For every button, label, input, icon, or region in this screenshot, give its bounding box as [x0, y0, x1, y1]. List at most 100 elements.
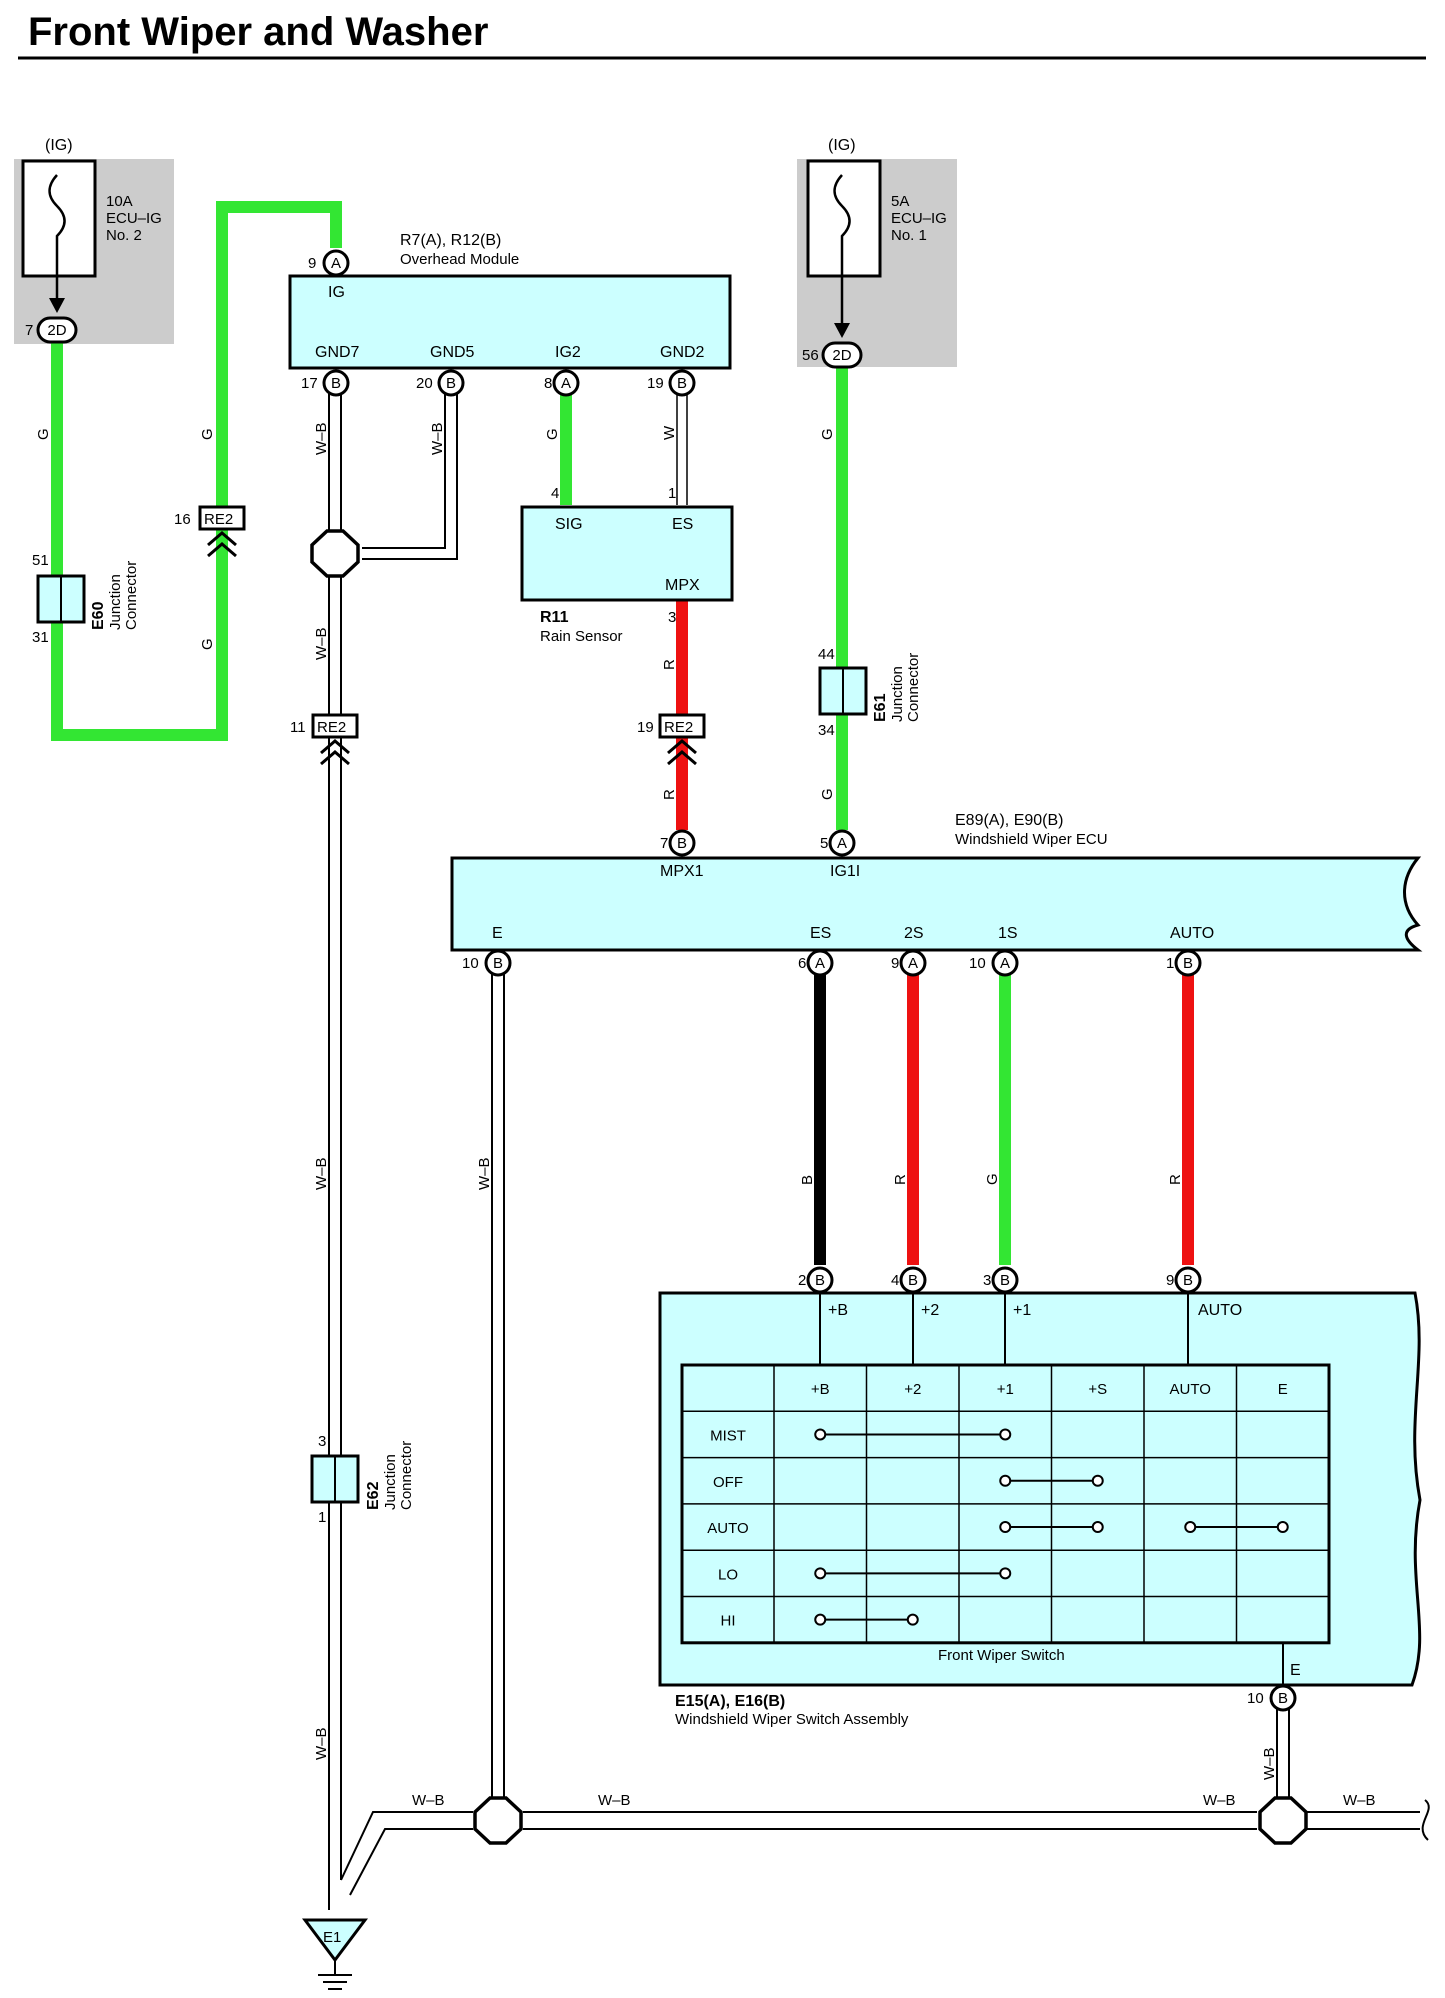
- pin-number: 9: [1166, 1272, 1174, 1289]
- pin-number: 8: [544, 375, 552, 392]
- pin-overhead-gnd2: B19: [647, 369, 696, 397]
- pin-letter: A: [837, 835, 847, 852]
- svg-text:IG2: IG2: [555, 344, 581, 361]
- pin-number: 10: [969, 955, 986, 972]
- svg-text:Junction: Junction: [107, 574, 124, 630]
- svg-text:2D: 2D: [832, 347, 851, 364]
- pin-ecu-auto: B1: [1166, 949, 1202, 977]
- wire-color-label: W–B: [429, 422, 446, 455]
- svg-text:MPX1: MPX1: [660, 863, 704, 880]
- table-col-header: +2: [904, 1381, 921, 1398]
- switch-contact-link: [1184, 1521, 1289, 1534]
- pin-ecu-es: A6: [798, 949, 834, 977]
- pin-switch-auto: B9: [1166, 1266, 1202, 1294]
- svg-text:(IG): (IG): [45, 137, 73, 154]
- table-row-label: LO: [718, 1566, 738, 1583]
- pin-number: 4: [891, 1272, 899, 1289]
- pin-number: 6: [798, 955, 806, 972]
- svg-text:E15(A), E16(B): E15(A), E16(B): [675, 1693, 785, 1710]
- table-row-label: MIST: [710, 1427, 746, 1444]
- pin-letter: A: [561, 375, 571, 392]
- fuse-symbol: [48, 174, 66, 300]
- ground-e1: E1: [302, 1918, 368, 1990]
- svg-text:E: E: [1290, 1662, 1301, 1679]
- pin-letter: B: [677, 375, 687, 392]
- svg-text:E1: E1: [323, 1929, 341, 1946]
- svg-text:SIG: SIG: [555, 516, 583, 533]
- re2-connector-19: RE2 19: [637, 713, 706, 766]
- pin-number: 10: [1247, 1690, 1264, 1707]
- overhead-module: R7(A), R12(B) Overhead Module IG GND7 GN…: [288, 232, 732, 370]
- table-col-header: AUTO: [1170, 1381, 1211, 1398]
- pin-switch-plus-b: B2: [798, 1266, 834, 1294]
- pin-number: 9: [308, 255, 316, 272]
- svg-text:R7(A), R12(B): R7(A), R12(B): [400, 232, 501, 249]
- fuse-ecu-ig-1: (IG) 5A ECU–IG No. 1: [797, 137, 957, 367]
- svg-text:34: 34: [818, 722, 835, 739]
- red-wires: [676, 600, 1194, 1265]
- pin-letter: B: [331, 375, 341, 392]
- pin-number: 1: [1166, 955, 1174, 972]
- wire-color-label: G: [984, 1173, 1001, 1185]
- pin-ecu-mpx1: B7: [660, 829, 696, 857]
- pin-number: 17: [301, 375, 318, 392]
- wire-color-label: W–B: [412, 1792, 445, 1809]
- svg-text:IG: IG: [328, 284, 345, 301]
- svg-text:ES: ES: [672, 516, 693, 533]
- svg-text:Windshield Wiper ECU: Windshield Wiper ECU: [955, 831, 1108, 848]
- svg-text:51: 51: [32, 552, 49, 569]
- pin-number: 9: [891, 955, 899, 972]
- svg-text:19: 19: [637, 719, 654, 736]
- pin-letter: B: [908, 1272, 918, 1289]
- splice-points: [310, 529, 1308, 1845]
- svg-text:AUTO: AUTO: [1198, 1302, 1242, 1319]
- svg-text:Connector: Connector: [123, 561, 140, 630]
- windshield-wiper-ecu: E89(A), E90(B) Windshield Wiper ECU MPX1…: [450, 812, 1423, 952]
- pin-letter: A: [908, 955, 918, 972]
- switch-pin-drops: [819, 1293, 1189, 1365]
- switch-contact-link: [814, 1428, 1012, 1441]
- svg-text:Front Wiper Switch: Front Wiper Switch: [938, 1647, 1065, 1664]
- wiper-switch-assembly: +B +2 +1 AUTO Front Wiper Switch E E15(A…: [658, 1291, 1422, 1728]
- table-col-header: +1: [997, 1381, 1014, 1398]
- pin-overhead-gnd7: B 17: [301, 369, 350, 397]
- wire-color-label: W–B: [598, 1792, 631, 1809]
- svg-text:7: 7: [25, 322, 33, 339]
- pin-letter: B: [677, 835, 687, 852]
- junction-e62: 3 1 E62 Junction Connector: [310, 1433, 415, 1526]
- table-row-label: AUTO: [707, 1520, 748, 1537]
- pin-letter: B: [1183, 1272, 1193, 1289]
- table-row-label: HI: [721, 1613, 736, 1630]
- svg-text:R11: R11: [540, 609, 569, 626]
- svg-text:Connector: Connector: [398, 1441, 415, 1510]
- re2-connector-16: RE2 16: [174, 505, 246, 558]
- svg-text:IG1I: IG1I: [830, 863, 860, 880]
- svg-text:AUTO: AUTO: [1170, 925, 1214, 942]
- svg-text:RE2: RE2: [664, 719, 693, 736]
- svg-text:GND2: GND2: [660, 344, 705, 361]
- pin-number: 5: [820, 835, 828, 852]
- svg-text:Connector: Connector: [905, 653, 922, 722]
- wire-color-label: G: [199, 638, 216, 650]
- wire-color-label: G: [819, 428, 836, 440]
- pin-letter: B: [815, 1272, 825, 1289]
- wire-color-label: W–B: [1203, 1792, 1236, 1809]
- pin-overhead-gnd5: B20: [416, 369, 465, 397]
- svg-text:+B: +B: [828, 1302, 848, 1319]
- white-wire: [676, 390, 688, 505]
- table-row-label: OFF: [713, 1474, 743, 1491]
- re2-connector-11: RE2 11: [290, 713, 359, 766]
- svg-text:MPX: MPX: [665, 577, 700, 594]
- svg-text:10A: 10A: [106, 193, 133, 210]
- pin-overhead-ig2: A8: [544, 369, 580, 397]
- svg-text:E60: E60: [90, 601, 107, 630]
- svg-text:11: 11: [290, 719, 306, 736]
- wire-color-label: W–B: [313, 1727, 330, 1760]
- pin-letter: A: [815, 955, 825, 972]
- wave-break: [1421, 1799, 1430, 1841]
- wire-color-label: W–B: [476, 1157, 493, 1190]
